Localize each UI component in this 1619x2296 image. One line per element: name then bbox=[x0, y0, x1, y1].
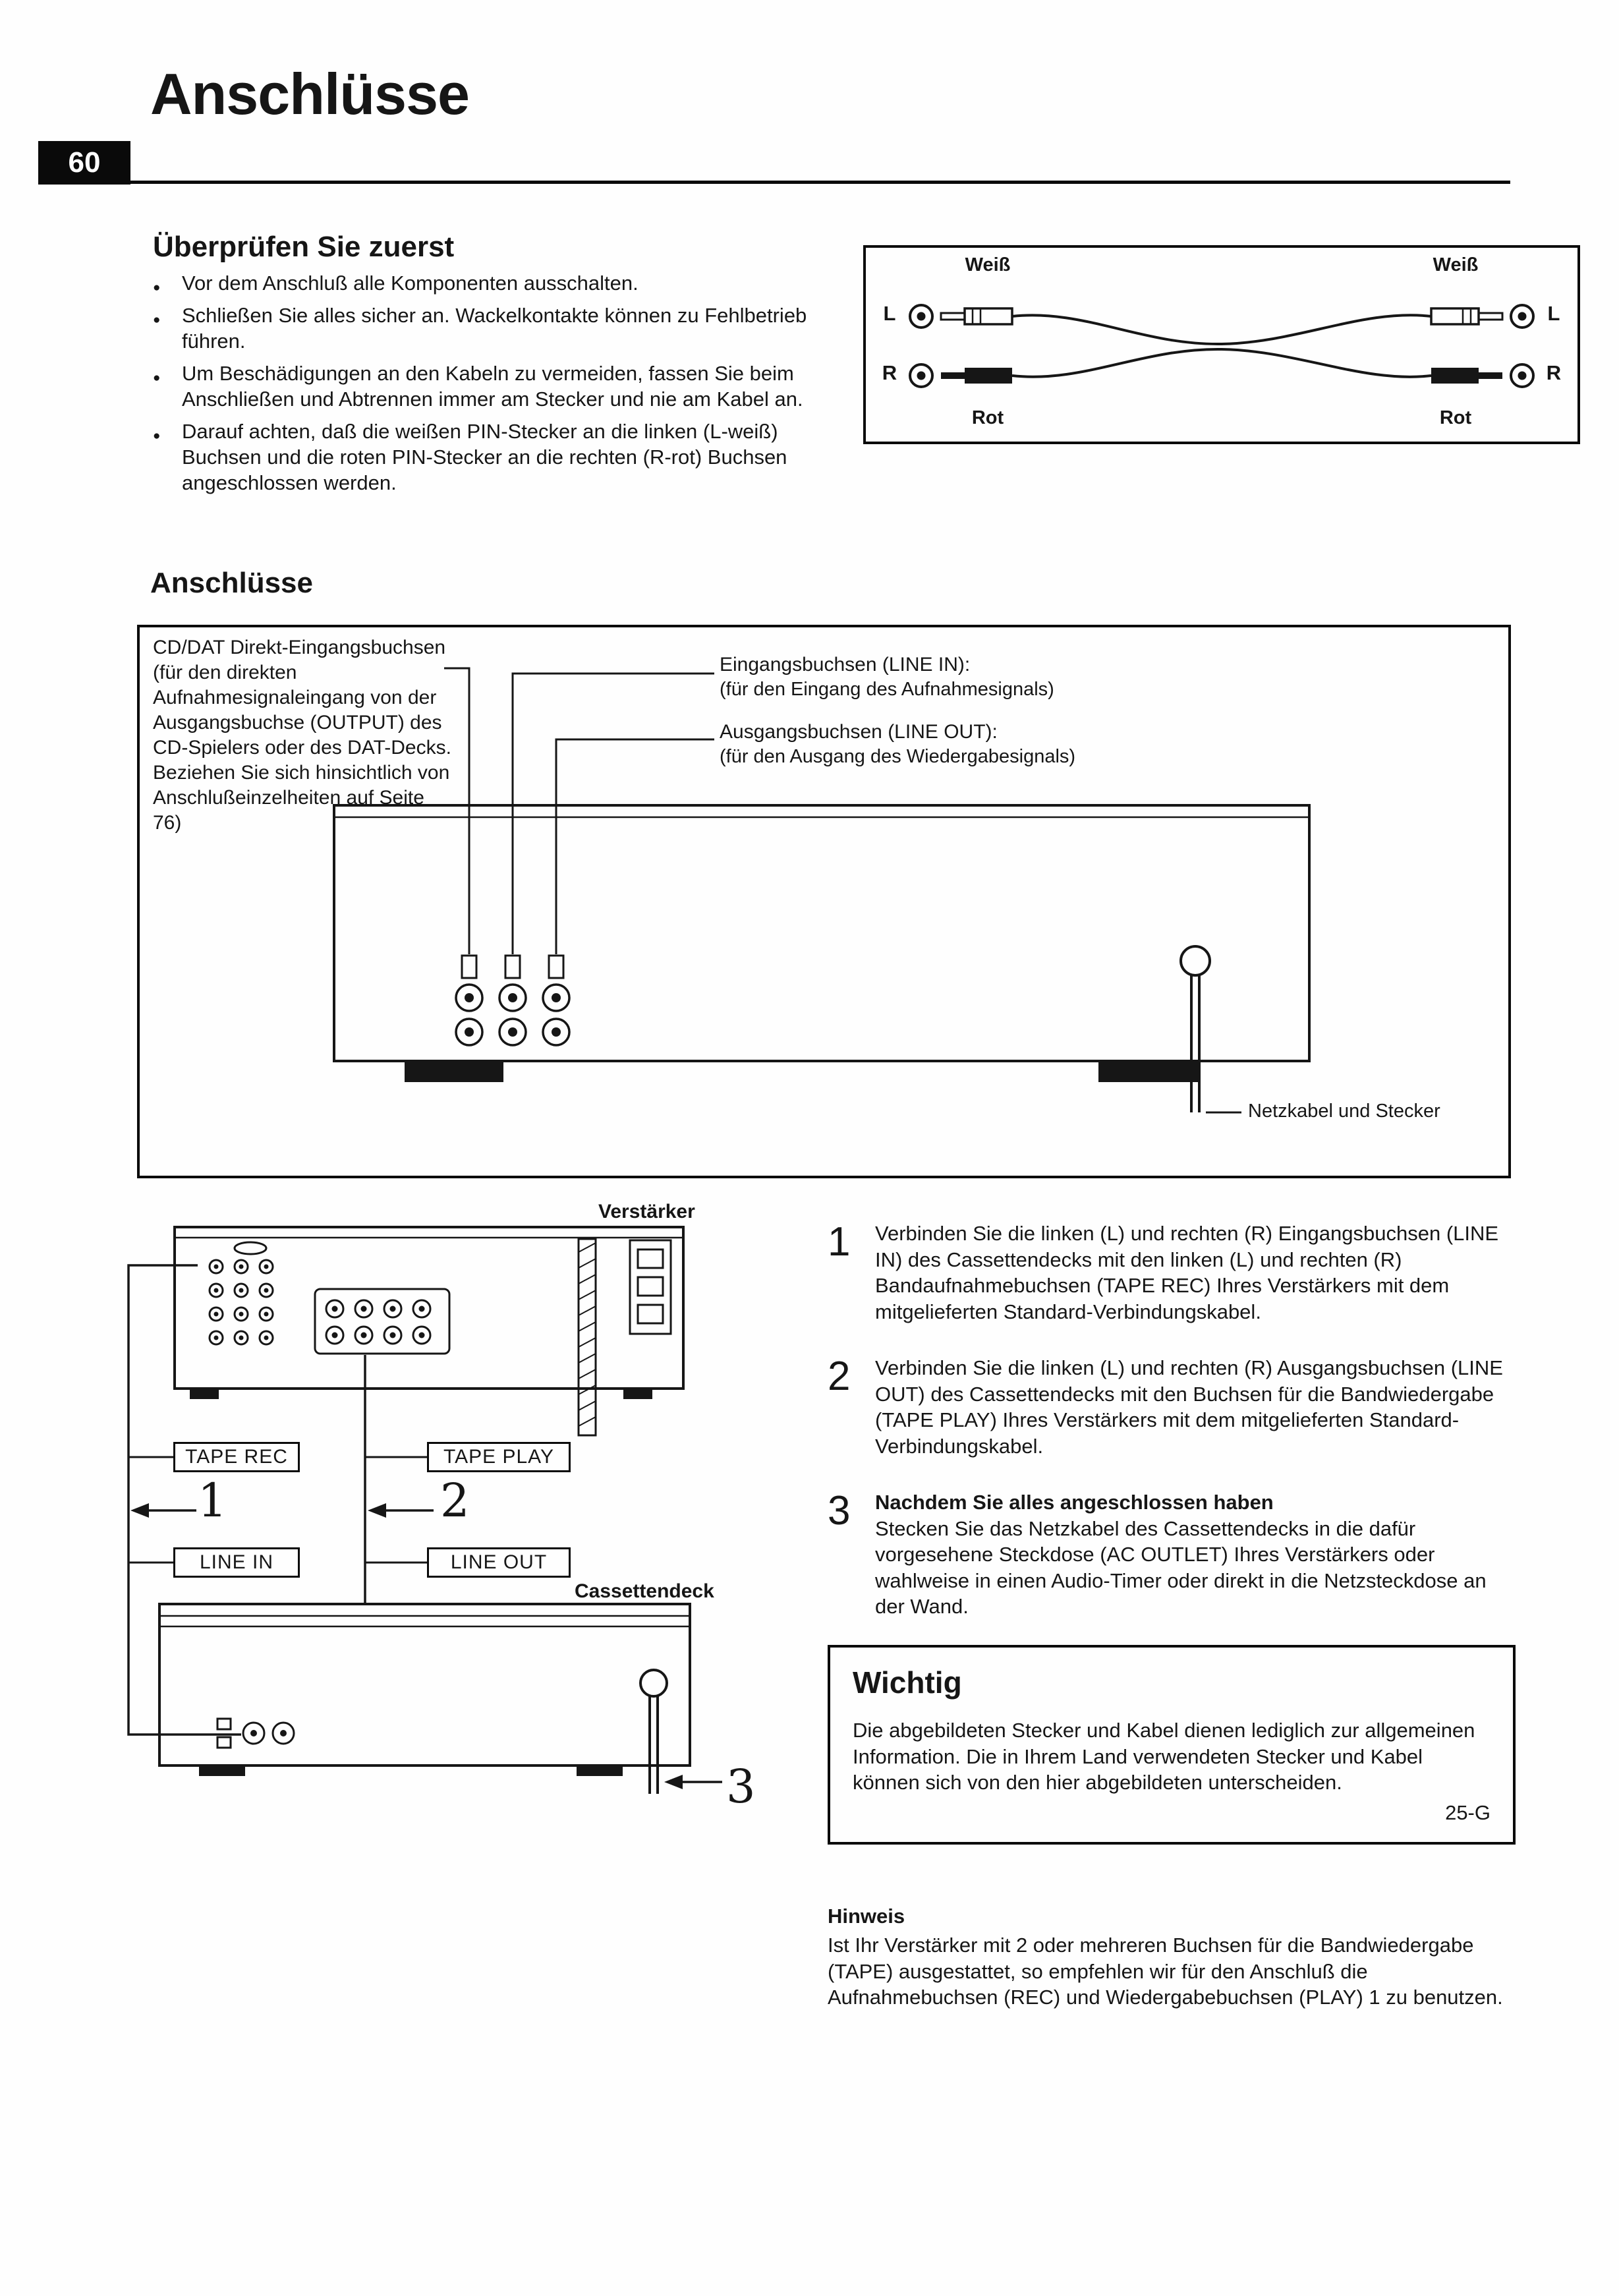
step-2-text: Verbinden Sie die linken (L) und rechten… bbox=[875, 1356, 1503, 1458]
list-item: Um Beschädigungen an den Kabeln zu verme… bbox=[153, 360, 835, 412]
cable-1-number: 1 bbox=[198, 1474, 227, 1528]
left-channel-label-l: L bbox=[883, 302, 896, 325]
cd-dat-note: CD/DAT Direkt-Eingangsbuchsen (für den d… bbox=[153, 637, 451, 834]
amplifier-label: Verstärker bbox=[598, 1201, 695, 1222]
cable-3-number: 3 bbox=[726, 1760, 756, 1814]
line-in-sub: (für den Eingang des Aufnahmesignals) bbox=[720, 679, 1054, 700]
page-number-badge: 60 bbox=[38, 141, 130, 185]
red-plug-label-left: Rot bbox=[971, 407, 1004, 428]
step-3-text: Stecken Sie das Netzkabel des Cassettend… bbox=[875, 1516, 1487, 1619]
step-2-number: 2 bbox=[828, 1354, 851, 1399]
note-text: Ist Ihr Verstärker mit 2 oder mehreren B… bbox=[828, 1934, 1503, 2009]
document-code: 25-G bbox=[1445, 1800, 1491, 1824]
note-section: Hinweis Ist Ihr Verstärker mit 2 oder me… bbox=[828, 1905, 1518, 2011]
rear-panel-drawing bbox=[333, 667, 1311, 1114]
power-cord-label: Netzkabel und Stecker bbox=[1248, 1101, 1440, 1122]
header-rule bbox=[130, 181, 1510, 184]
important-text: Die abgebildeten Stecker und Kabel diene… bbox=[853, 1719, 1475, 1794]
tape-rec-label: TAPE REC bbox=[173, 1442, 300, 1472]
line-out-box-label: LINE OUT bbox=[427, 1547, 571, 1578]
right-channel-label-r: R bbox=[1546, 361, 1562, 384]
cable-drawing bbox=[909, 304, 1535, 388]
important-box: Wichtig Die abgebildeten Stecker und Kab… bbox=[828, 1645, 1516, 1845]
cable-2-number: 2 bbox=[440, 1474, 470, 1528]
list-item: Vor dem Anschluß alle Komponenten aussch… bbox=[153, 270, 835, 301]
line-in-box-label: LINE IN bbox=[173, 1547, 300, 1578]
line-out-sub: (für den Ausgang des Wiedergabesignals) bbox=[720, 746, 1076, 767]
rear-panel-diagram-box: CD/DAT Direkt-Eingangsbuchsen (für den d… bbox=[137, 625, 1511, 1178]
step-1-text: Verbinden Sie die linken (L) und rechten… bbox=[875, 1222, 1499, 1323]
step-1-number: 1 bbox=[828, 1219, 851, 1265]
cassette-deck-label: Cassettendeck bbox=[575, 1580, 714, 1602]
step-3: 3 Nachdem Sie alles angeschlossen haben … bbox=[828, 1489, 1518, 1620]
red-plug-label-right: Rot bbox=[1439, 407, 1472, 428]
white-plug-label-right: Weiß bbox=[1433, 254, 1479, 275]
tape-play-label: TAPE PLAY bbox=[427, 1442, 571, 1472]
step-2: 2 Verbinden Sie die linken (L) und recht… bbox=[828, 1355, 1518, 1459]
check-first-list: Vor dem Anschluß alle Komponenten aussch… bbox=[153, 270, 835, 502]
step-3-heading: Nachdem Sie alles angeschlossen haben bbox=[875, 1491, 1274, 1514]
page-title: Anschlüsse bbox=[150, 61, 470, 127]
check-first-heading: Überprüfen Sie zuerst bbox=[153, 231, 455, 263]
white-plug-label-left: Weiß bbox=[965, 254, 1011, 275]
cable-diagram-box: Weiß Weiß Rot Rot L R L R bbox=[863, 245, 1580, 444]
line-in-label: Eingangsbuchsen (LINE IN): bbox=[720, 654, 971, 675]
hookup-drawing bbox=[127, 1226, 722, 1794]
list-item: Schließen Sie alles sicher an. Wackelkon… bbox=[153, 302, 835, 354]
connections-heading: Anschlüsse bbox=[150, 567, 313, 599]
list-item: Darauf achten, daß die weißen PIN-Stecke… bbox=[153, 418, 835, 496]
left-channel-label-r: L bbox=[1547, 302, 1560, 325]
right-channel-label-l: R bbox=[882, 361, 897, 384]
note-heading: Hinweis bbox=[828, 1905, 905, 1928]
important-heading: Wichtig bbox=[853, 1665, 962, 1700]
steps-list: 1 Verbinden Sie die linken (L) und recht… bbox=[828, 1220, 1518, 1650]
step-3-number: 3 bbox=[828, 1488, 851, 1534]
line-out-note: Ausgangsbuchsen (LINE OUT): (für den Aus… bbox=[720, 720, 1194, 769]
step-3-body: Nachdem Sie alles angeschlossen haben St… bbox=[875, 1489, 1518, 1620]
line-out-label: Ausgangsbuchsen (LINE OUT): bbox=[720, 721, 998, 743]
step-1: 1 Verbinden Sie die linken (L) und recht… bbox=[828, 1220, 1518, 1325]
line-in-note: Eingangsbuchsen (LINE IN): (für den Eing… bbox=[720, 652, 1194, 702]
